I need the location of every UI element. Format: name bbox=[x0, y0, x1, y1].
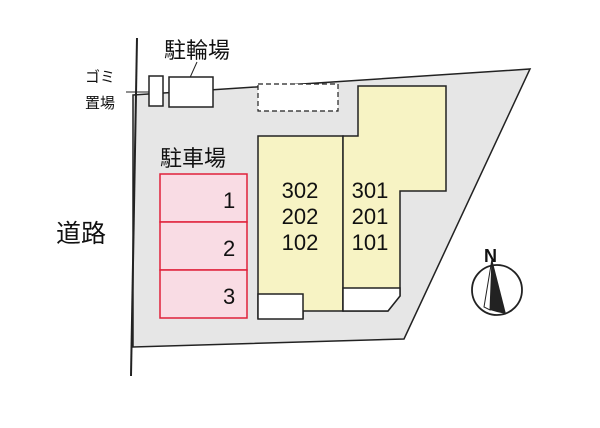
room-number-right: 301 bbox=[352, 178, 389, 203]
garbage-area-box bbox=[148, 75, 164, 107]
parking-space-3 bbox=[159, 269, 248, 319]
road-boundary-line bbox=[130, 37, 138, 377]
garbage-area-label-line2: 置場 bbox=[85, 94, 115, 112]
room-number-left: 202 bbox=[282, 204, 319, 229]
room-number-left: 102 bbox=[282, 230, 319, 255]
room-number-right: 201 bbox=[352, 204, 389, 229]
compass-north-icon: N bbox=[471, 246, 523, 316]
parking-space-2 bbox=[159, 221, 248, 271]
parking-space-number: 2 bbox=[223, 236, 235, 261]
bicycle-parking-box bbox=[168, 76, 214, 108]
parking-space-number: 3 bbox=[223, 284, 235, 309]
room-number-right: 101 bbox=[352, 230, 389, 255]
parking-spaces: 1 2 3 bbox=[159, 173, 248, 319]
bicycle-parking-label: 駐輪場 bbox=[164, 39, 230, 64]
building-left-entrance bbox=[257, 293, 304, 320]
compass-north-label: N bbox=[484, 246, 497, 266]
building-right-entrance bbox=[342, 287, 401, 312]
car-parking-label: 駐車場 bbox=[160, 147, 226, 172]
room-number-left: 302 bbox=[282, 178, 319, 203]
parking-space-number: 1 bbox=[223, 188, 235, 213]
road-label: 道路 bbox=[56, 219, 106, 248]
dashed-outdoor-area bbox=[257, 83, 339, 112]
garbage-area-label-line1: ゴミ bbox=[85, 68, 115, 86]
